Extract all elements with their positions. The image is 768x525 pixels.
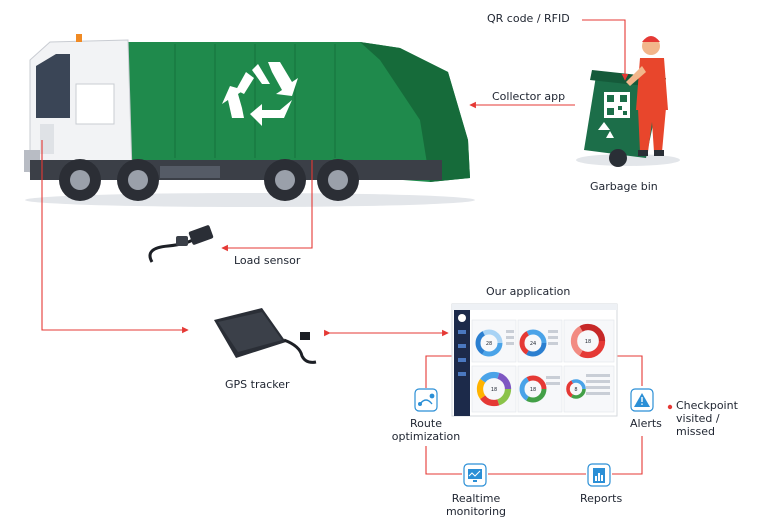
donut-center-value: 28 [486, 341, 492, 347]
recycle-icon [222, 62, 298, 126]
worker-with-bin [576, 36, 680, 167]
donut-segment [519, 329, 547, 357]
donut-center-value: 18 [491, 387, 497, 393]
donut-center-value: 24 [530, 341, 536, 347]
donut-segment [570, 323, 606, 359]
reports-label: Reports [580, 492, 623, 505]
route-optimization-icon [414, 388, 438, 412]
donut-segment [519, 329, 547, 357]
load-sensor-label: Load sensor [234, 254, 301, 267]
donut-segment [476, 371, 512, 407]
donut-segment [570, 323, 606, 359]
realtime-monitoring-icon [463, 463, 487, 487]
checkpoint-dot [667, 404, 673, 410]
donut-segment [476, 371, 512, 407]
dashboard-donuts: 28 24 18 18 18 8 [475, 323, 606, 407]
route-optimization-label: Route optimization [391, 417, 461, 443]
donut-center-value: 18 [585, 339, 591, 345]
donut-segment [519, 375, 547, 403]
alerts-icon [630, 388, 654, 412]
our-application-label: Our application [486, 285, 571, 298]
donut-segment [475, 329, 503, 357]
donut-segment [476, 371, 512, 407]
donut-center-value: 8 [574, 387, 577, 393]
donut-segment [475, 329, 503, 357]
alerts-label: Alerts [630, 417, 662, 430]
gps-tracker-device [214, 308, 317, 364]
reports-icon [587, 463, 611, 487]
donut-center-value: 18 [530, 387, 536, 393]
gps-tracker-label: GPS tracker [225, 378, 290, 391]
load-sensor-device [148, 225, 214, 263]
connectors [41, 19, 643, 475]
truck-wheels [59, 159, 359, 201]
garbage-truck [24, 34, 475, 207]
donut-segment [476, 371, 512, 407]
app-dashboard: 28 24 18 18 18 8 [451, 303, 618, 417]
donut-segment [566, 379, 586, 399]
checkpoint-label: Checkpoint visited / missed [676, 399, 738, 438]
donut-segment [566, 379, 586, 399]
garbage-bin-label: Garbage bin [590, 180, 658, 193]
realtime-monitoring-label: Realtime monitoring [445, 492, 507, 518]
collector-app-label: Collector app [492, 90, 566, 103]
donut-segment [519, 375, 547, 403]
dashboard-sidebar [454, 310, 470, 416]
qr-rfid-label: QR code / RFID [487, 12, 570, 25]
